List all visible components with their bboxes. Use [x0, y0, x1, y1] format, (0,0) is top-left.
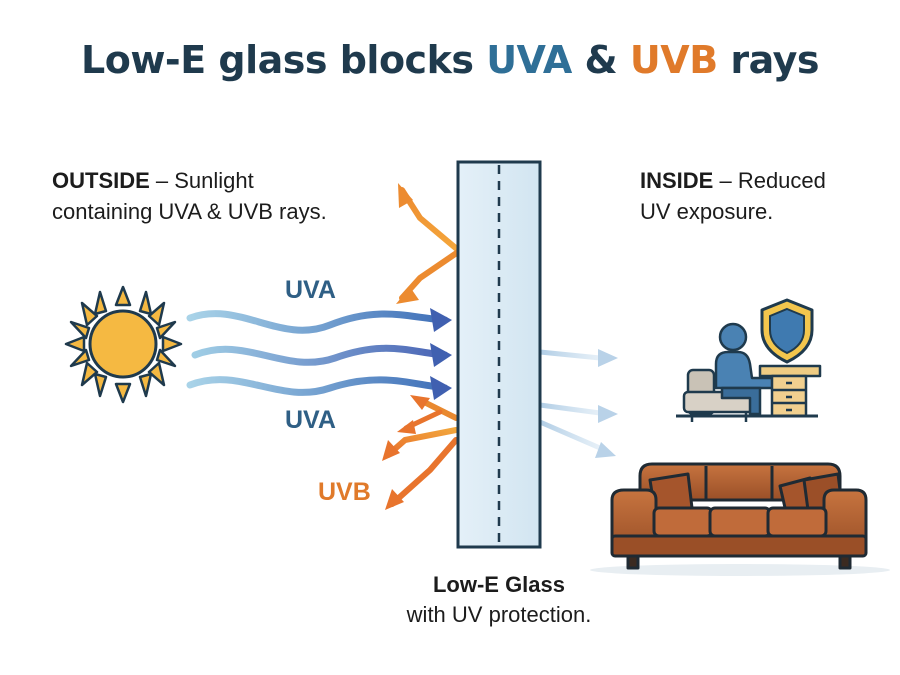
- reflected-arrowheads-uvb: [382, 395, 430, 510]
- uva-rays: [186, 310, 449, 396]
- person-at-desk-icon: [676, 322, 822, 422]
- reflected-arrowheads-top: [396, 183, 419, 304]
- sofa-icon: [590, 462, 890, 576]
- uva-label-top: UVA: [285, 276, 336, 304]
- glass-caption-subtitle: with UV protection.: [406, 602, 592, 627]
- uva-label-bottom: UVA: [285, 406, 336, 434]
- glass-pane: [456, 160, 542, 549]
- uvb-label: UVB: [318, 478, 371, 506]
- inside-caption: INSIDE – Reduced UV exposure.: [640, 168, 826, 224]
- uva-arrowheads: [430, 308, 452, 400]
- glass-caption-title: Low-E Glass: [432, 572, 566, 597]
- sun-icon: [64, 285, 183, 404]
- transmitted-arrowheads: [595, 349, 618, 458]
- shield-icon: [760, 298, 814, 364]
- diagram-title: Low-E glass blocks UVA & UVB rays: [81, 38, 820, 82]
- outside-caption: OUTSIDE – Sunlight containing UVA & UVB …: [52, 168, 327, 224]
- reflected-rays-top: [399, 187, 461, 301]
- glass-caption: Low-E Glass with UV protection.: [370, 570, 628, 630]
